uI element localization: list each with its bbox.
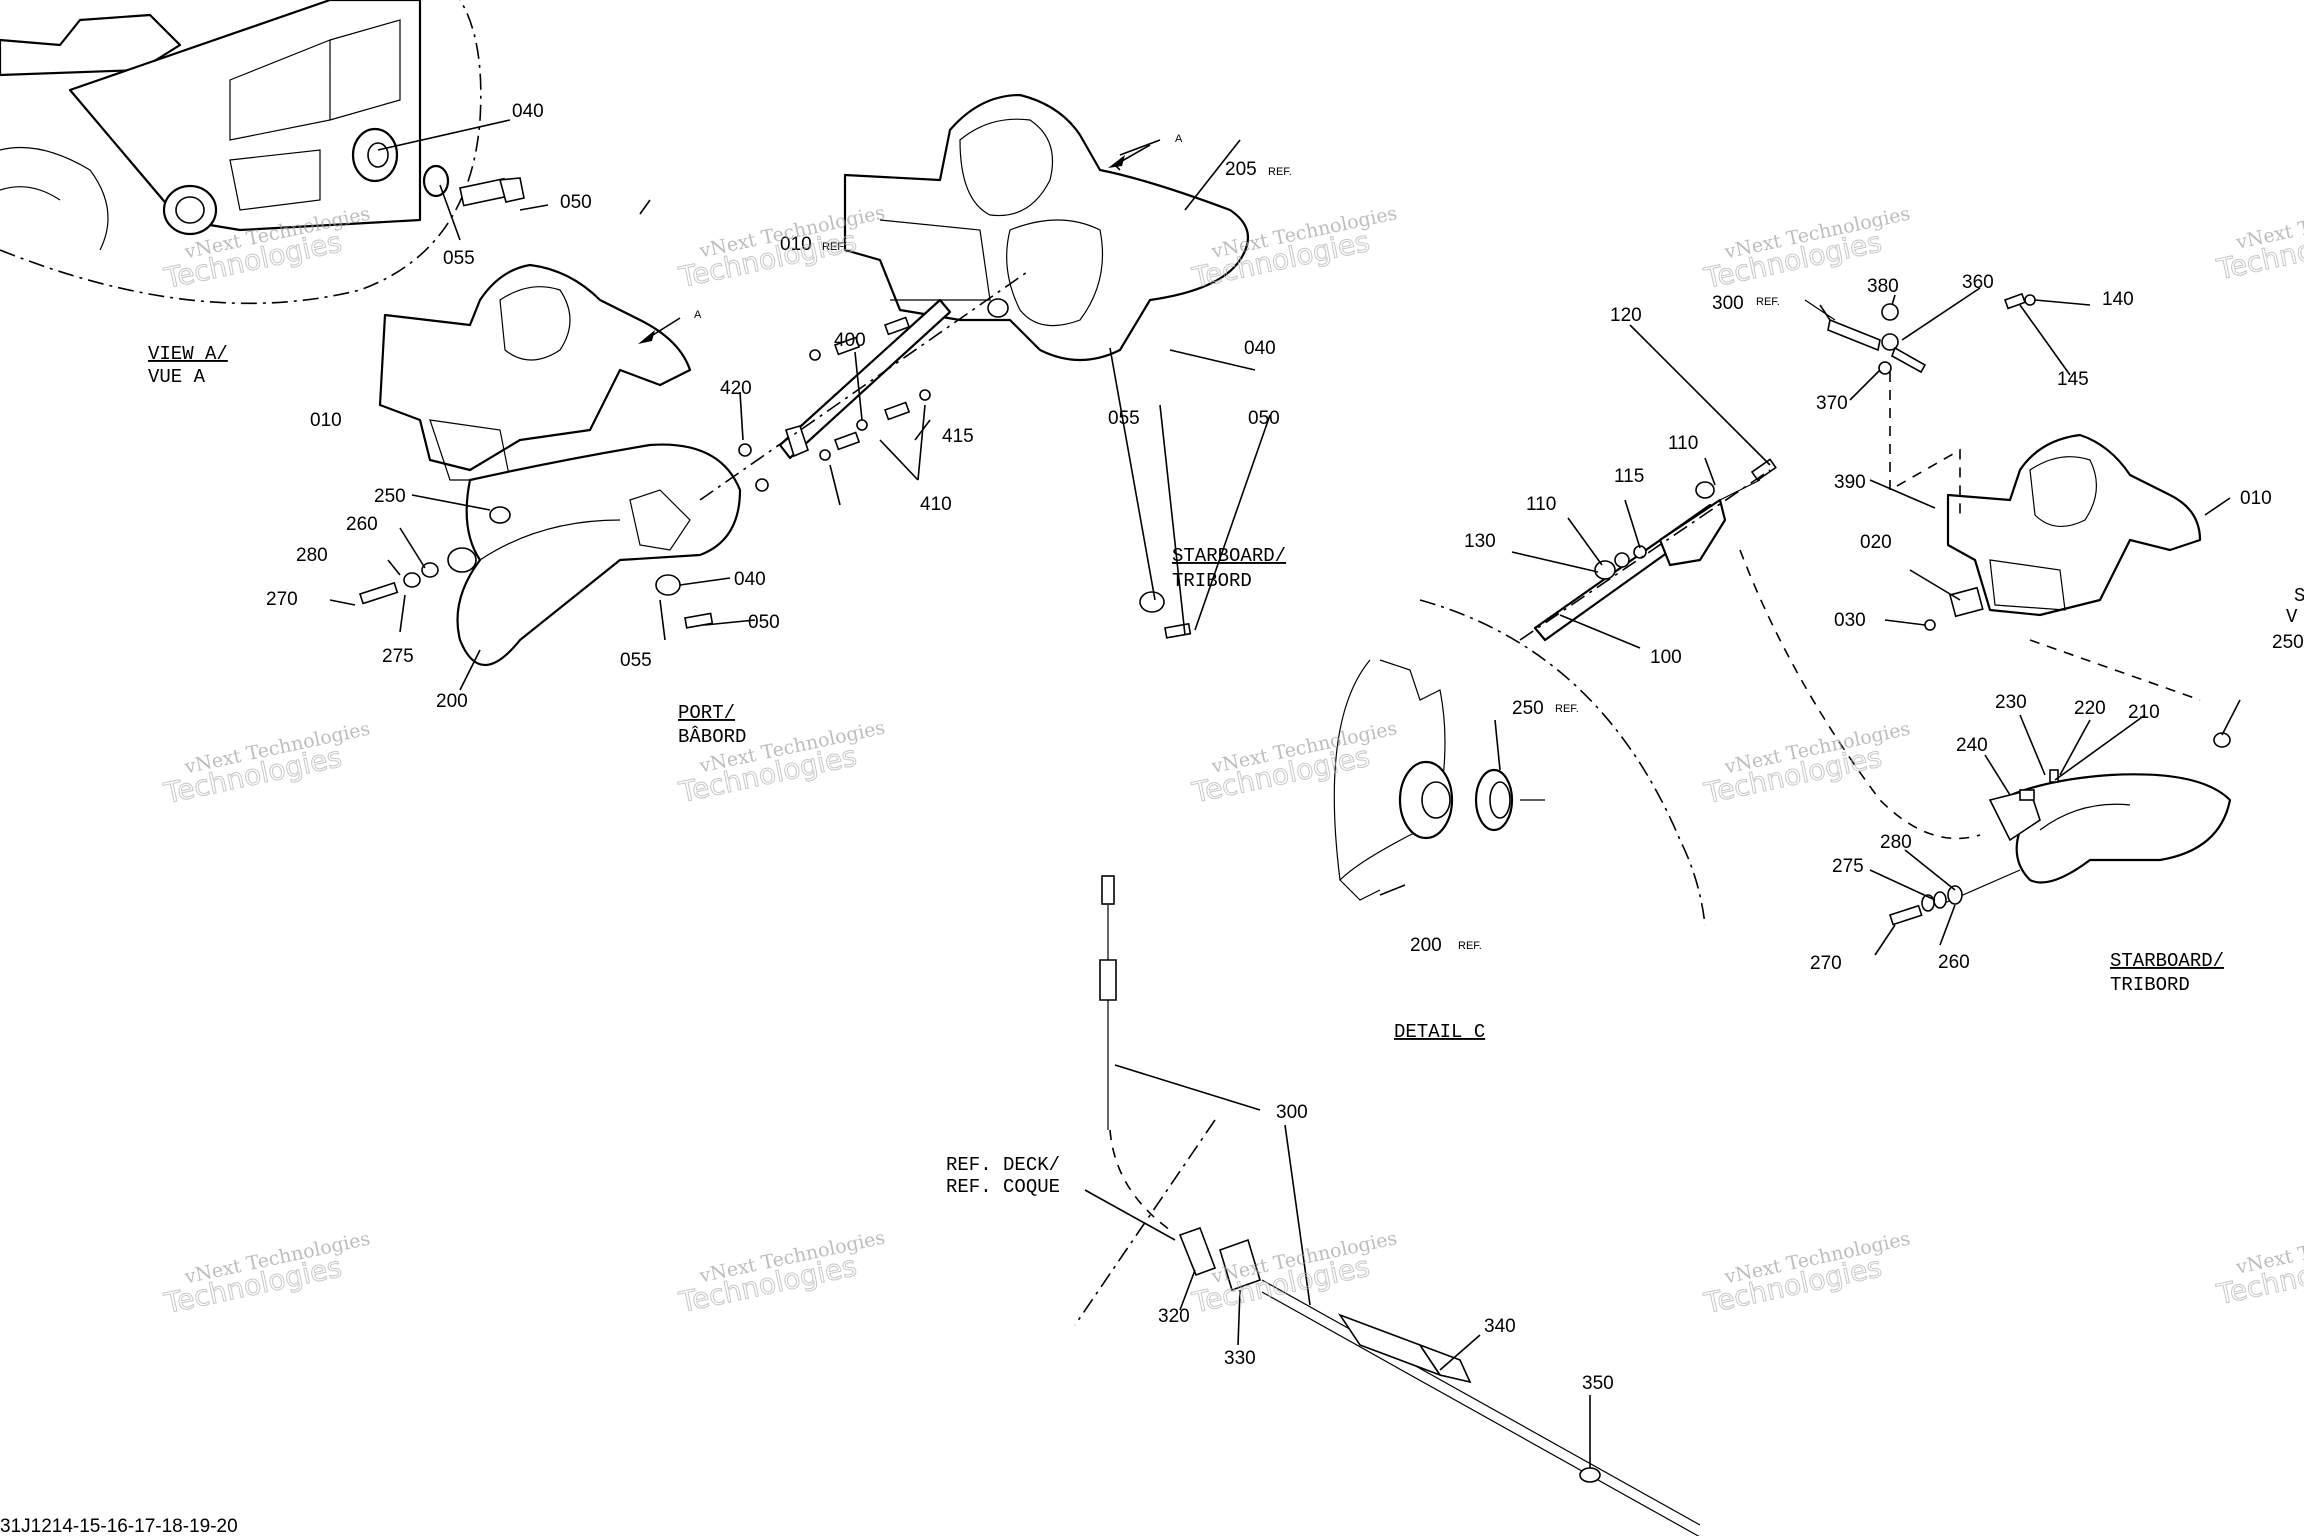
starboard-caption: STARBOARD/	[1172, 545, 1286, 567]
part-label: 115	[1614, 466, 1644, 487]
port-caption-fr: BÂBORD	[678, 726, 746, 748]
ref-suffix: REF.	[1268, 166, 1292, 178]
view-a-detail	[0, 0, 525, 305]
part-label: 050	[560, 192, 592, 213]
part-label: 100	[1650, 647, 1682, 668]
part-label-010-ref: 010	[780, 234, 812, 255]
view-a-caption: VIEW A/	[148, 343, 228, 365]
part-label: 320	[1158, 1306, 1190, 1327]
part-label: 280	[296, 545, 328, 566]
part-label: 420	[720, 378, 752, 399]
linkage-shaft	[1519, 458, 1777, 642]
part-label: 390	[1834, 472, 1866, 493]
part-label: 050	[1248, 408, 1280, 429]
ref-suffix: REF.	[1756, 296, 1780, 308]
part-label: 330	[1224, 1348, 1256, 1369]
ref-suffix: REF.	[822, 241, 846, 253]
part-label: 270	[266, 589, 298, 610]
shaft-hardware	[699, 269, 1031, 501]
part-label: 130	[1464, 531, 1496, 552]
part-label: 260	[346, 514, 378, 535]
part-label: 210	[2128, 702, 2160, 723]
part-label: 250	[374, 486, 406, 507]
view-a-arrows: A A	[638, 133, 1183, 344]
part-label: 415	[942, 426, 974, 447]
part-label: 350	[1582, 1373, 1614, 1394]
part-label: 360	[1962, 272, 1994, 293]
part-label: 270	[1810, 953, 1842, 974]
part-label: 145	[2057, 369, 2089, 390]
part-label: 400	[834, 330, 866, 351]
center-bracket-assembly	[843, 93, 1250, 362]
part-label: 300	[1712, 293, 1744, 314]
part-label: 300	[1276, 1102, 1308, 1123]
starboard-caption-2-fr: TRIBORD	[2110, 974, 2190, 996]
part-label: 275	[382, 646, 414, 667]
footer-code: 31J1214-15-16-17-18-19-20	[0, 1516, 238, 1536]
ref-deck-caption: REF. DECK/	[946, 1154, 1060, 1176]
part-label: 055	[620, 650, 652, 671]
detail-c-caption: DETAIL C	[1394, 1021, 1485, 1043]
part-label: 040	[512, 101, 544, 122]
part-label: 370	[1816, 393, 1848, 414]
part-label-200-ref: 200	[1410, 935, 1442, 956]
part-label: 140	[2102, 289, 2134, 310]
part-label: 055	[443, 248, 475, 269]
port-hardware	[358, 506, 1192, 639]
part-label: 410	[920, 494, 952, 515]
part-label: 220	[2074, 698, 2106, 719]
part-label: 380	[1867, 276, 1899, 297]
part-label: 205	[1225, 159, 1257, 180]
part-label: 275	[1832, 856, 1864, 877]
part-label: 110	[1526, 494, 1556, 515]
part-label: 010	[2240, 488, 2272, 509]
ref-suffix: REF.	[1458, 940, 1482, 952]
part-label: 200	[436, 691, 468, 712]
detail-c-cutaway	[1333, 599, 1706, 926]
part-label: 040	[1244, 338, 1276, 359]
part-label: 340	[1484, 1316, 1516, 1337]
part-label: 120	[1610, 305, 1642, 326]
part-label: 250	[1512, 698, 1544, 719]
arrow-a-label-port: A	[694, 309, 702, 321]
part-label: 260	[1938, 952, 1970, 973]
part-label: 040	[734, 569, 766, 590]
port-caption: PORT/	[678, 702, 735, 724]
edge-partial-caption-2: V	[2286, 606, 2298, 628]
starboard-bracket-assembly	[1924, 433, 2202, 631]
ref-deck-caption-fr: REF. COQUE	[946, 1176, 1060, 1198]
part-labels: 040 050 055 010 420 400 415 410 250 260 …	[266, 101, 2304, 1394]
cable-assembly	[1074, 875, 1701, 1536]
ref-suffix: REF.	[1555, 703, 1579, 715]
port-bracket-assembly	[378, 263, 742, 667]
part-label: 020	[1860, 532, 1892, 553]
starboard-handle	[1739, 549, 2232, 926]
part-label: 050	[748, 612, 780, 633]
part-label: 055	[1108, 408, 1140, 429]
view-a-caption-fr: VUE A	[148, 366, 206, 388]
part-label: 240	[1956, 735, 1988, 756]
arrow-a-label-top: A	[1175, 133, 1183, 145]
part-label: 230	[1995, 692, 2027, 713]
part-label: 010	[310, 410, 342, 431]
part-label: 110	[1668, 433, 1698, 454]
starboard-caption-fr: TRIBORD	[1172, 570, 1252, 592]
edge-partial-caption: S	[2294, 585, 2304, 607]
top-linkage	[1804, 292, 2036, 520]
captions: VIEW A/ VUE A PORT/ BÂBORD STARBOARD/ TR…	[0, 343, 2304, 1536]
starboard-caption-2: STARBOARD/	[2110, 950, 2224, 972]
part-label-edge: 250	[2272, 632, 2304, 653]
leader-lines	[329, 119, 2241, 1468]
part-label: 280	[1880, 832, 1912, 853]
part-label: 030	[1834, 610, 1866, 631]
